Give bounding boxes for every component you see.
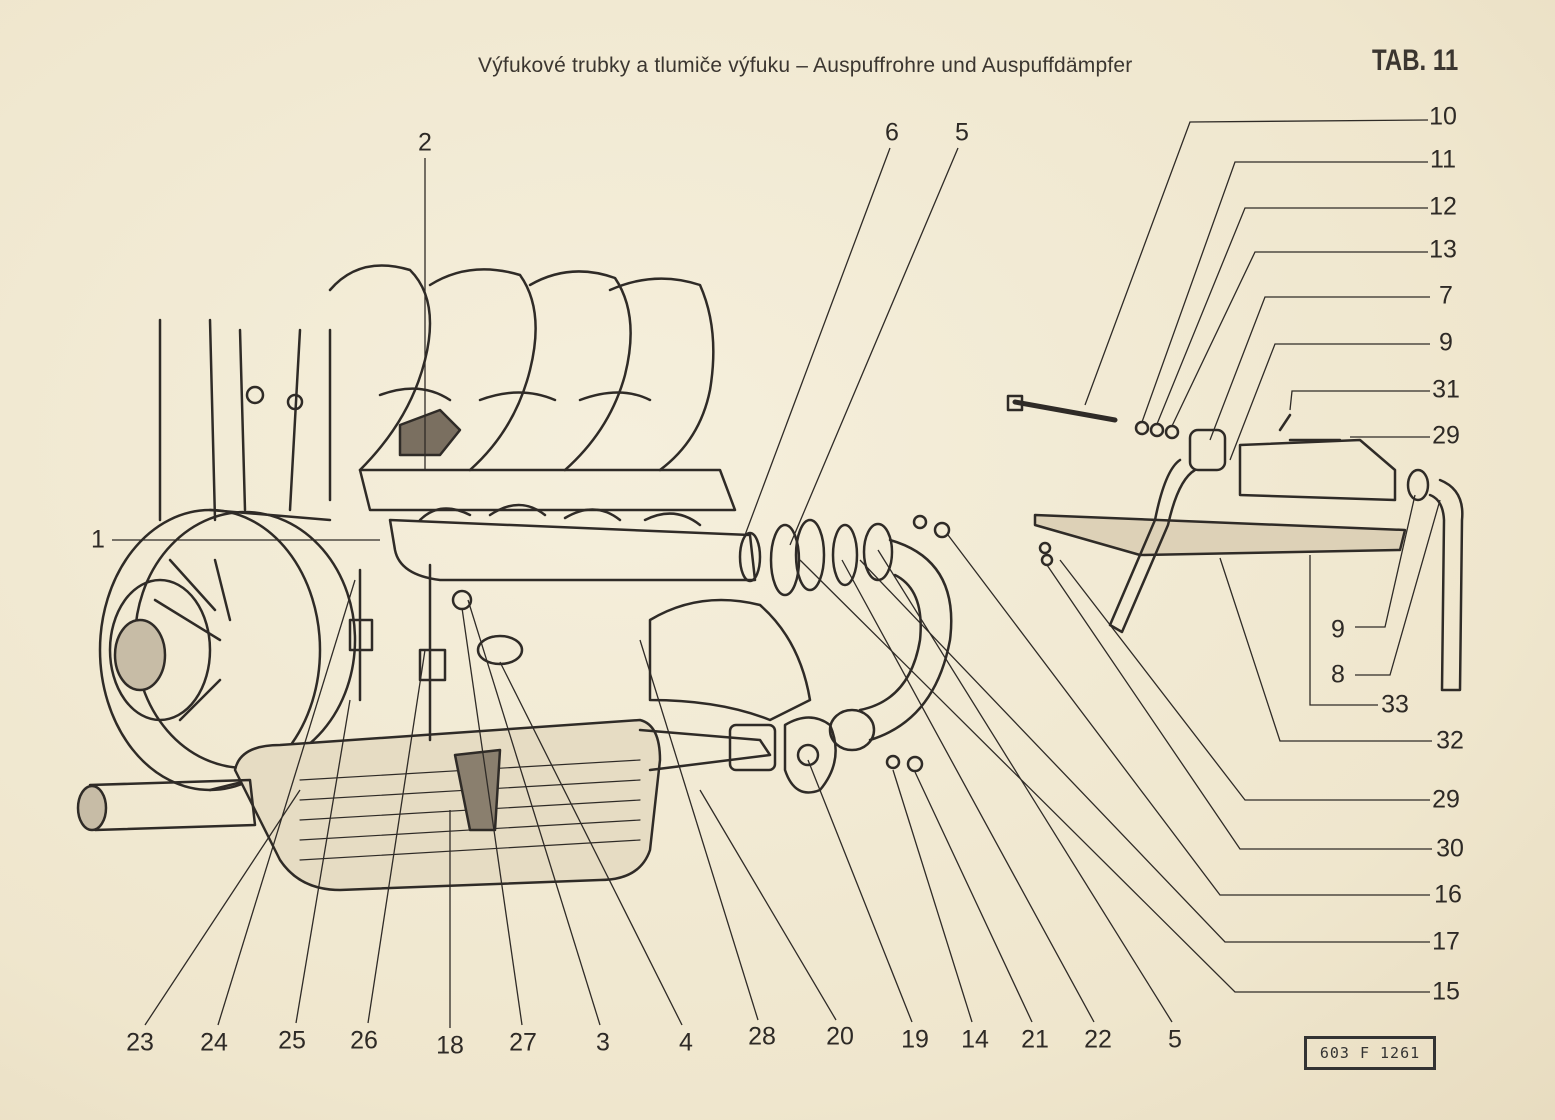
callout-30: 30 xyxy=(1436,834,1464,863)
leader-line xyxy=(1059,559,1430,801)
callout-17: 17 xyxy=(1432,927,1460,956)
leader-line xyxy=(467,599,601,1026)
leader-line xyxy=(807,759,913,1023)
callout-24: 24 xyxy=(200,1028,228,1057)
exhaust-manifold-pipe xyxy=(388,503,762,583)
heat-shield xyxy=(648,598,812,722)
callout-9: 9 xyxy=(1331,615,1345,644)
leader-line xyxy=(699,789,837,1021)
callout-13: 13 xyxy=(1429,235,1457,264)
callout-2: 2 xyxy=(418,128,432,157)
callout-19: 19 xyxy=(901,1025,929,1054)
callout-27: 27 xyxy=(509,1028,537,1057)
leader-line xyxy=(1229,343,1430,461)
callout-29: 29 xyxy=(1432,421,1460,450)
callout-28: 28 xyxy=(748,1022,776,1051)
leader-line xyxy=(1156,207,1428,425)
manifold-flange xyxy=(398,408,462,457)
callout-33: 33 xyxy=(1381,690,1409,719)
leader-line xyxy=(1084,119,1429,406)
drawing-code: 603 F 1261 xyxy=(1304,1036,1436,1070)
fan-housing xyxy=(98,508,357,792)
callout-25: 25 xyxy=(278,1026,306,1055)
muffler-hanger xyxy=(348,563,524,742)
callout-10: 10 xyxy=(1429,102,1457,131)
leader-line xyxy=(841,559,1095,1023)
leader-line xyxy=(144,789,301,1026)
leader-line xyxy=(789,147,959,546)
callout-3: 3 xyxy=(596,1028,610,1057)
callout-7: 7 xyxy=(1439,281,1453,310)
leader-line xyxy=(947,534,1430,896)
leader-line xyxy=(892,769,973,1023)
callout-29: 29 xyxy=(1432,785,1460,814)
callout-6: 6 xyxy=(885,118,899,147)
callout-12: 12 xyxy=(1429,192,1457,221)
tail-pipe xyxy=(76,778,257,832)
leader-line xyxy=(1209,296,1430,441)
leader-line xyxy=(1309,555,1378,706)
callout-21: 21 xyxy=(1021,1025,1049,1054)
muffler xyxy=(233,718,777,892)
bent-exhaust-pipe xyxy=(828,538,953,752)
leader-line xyxy=(1046,564,1432,850)
leader-line xyxy=(914,771,1033,1023)
leader-line xyxy=(639,639,759,1021)
callout-16: 16 xyxy=(1434,880,1462,909)
engine-cylinders xyxy=(328,264,737,512)
callout-9: 9 xyxy=(1439,328,1453,357)
leader-line xyxy=(859,559,1430,943)
leader-line xyxy=(367,649,426,1024)
callout-5: 5 xyxy=(955,118,969,147)
callout-31: 31 xyxy=(1432,375,1460,404)
callout-11: 11 xyxy=(1430,145,1456,174)
leader-line xyxy=(744,147,891,536)
table-number: TAB. 11 xyxy=(1372,44,1459,77)
bolt-10 xyxy=(1006,394,1118,423)
callout-23: 23 xyxy=(126,1028,154,1057)
callout-5: 5 xyxy=(1168,1025,1182,1054)
leader-line xyxy=(877,549,1173,1023)
engine-block xyxy=(158,318,332,522)
callout-15: 15 xyxy=(1432,977,1460,1006)
leader-line xyxy=(499,661,683,1026)
page-title: Výfukové trubky a tlumiče výfuku – Auspu… xyxy=(478,54,1133,77)
mounting-bracket xyxy=(1033,413,1407,557)
leader-line xyxy=(1289,390,1430,411)
leader-line xyxy=(799,559,1430,993)
callout-4: 4 xyxy=(679,1028,693,1057)
leader-line xyxy=(1355,494,1416,628)
leader-line xyxy=(217,579,356,1026)
leader-line xyxy=(1219,557,1432,742)
callout-8: 8 xyxy=(1331,660,1345,689)
callout-14: 14 xyxy=(961,1025,989,1054)
leader-line xyxy=(1141,161,1428,423)
callout-32: 32 xyxy=(1436,726,1464,755)
leader-line xyxy=(295,699,351,1024)
callout-1: 1 xyxy=(91,525,105,554)
callout-20: 20 xyxy=(826,1022,854,1051)
leader-line xyxy=(1171,251,1428,427)
gasket xyxy=(783,716,837,794)
callout-22: 22 xyxy=(1084,1025,1112,1054)
pipe-clamps xyxy=(769,518,894,597)
callout-18: 18 xyxy=(436,1031,464,1060)
right-pipes xyxy=(1108,428,1464,692)
callout-26: 26 xyxy=(350,1026,378,1055)
leader-line xyxy=(1355,499,1441,676)
leader-line xyxy=(461,607,523,1026)
